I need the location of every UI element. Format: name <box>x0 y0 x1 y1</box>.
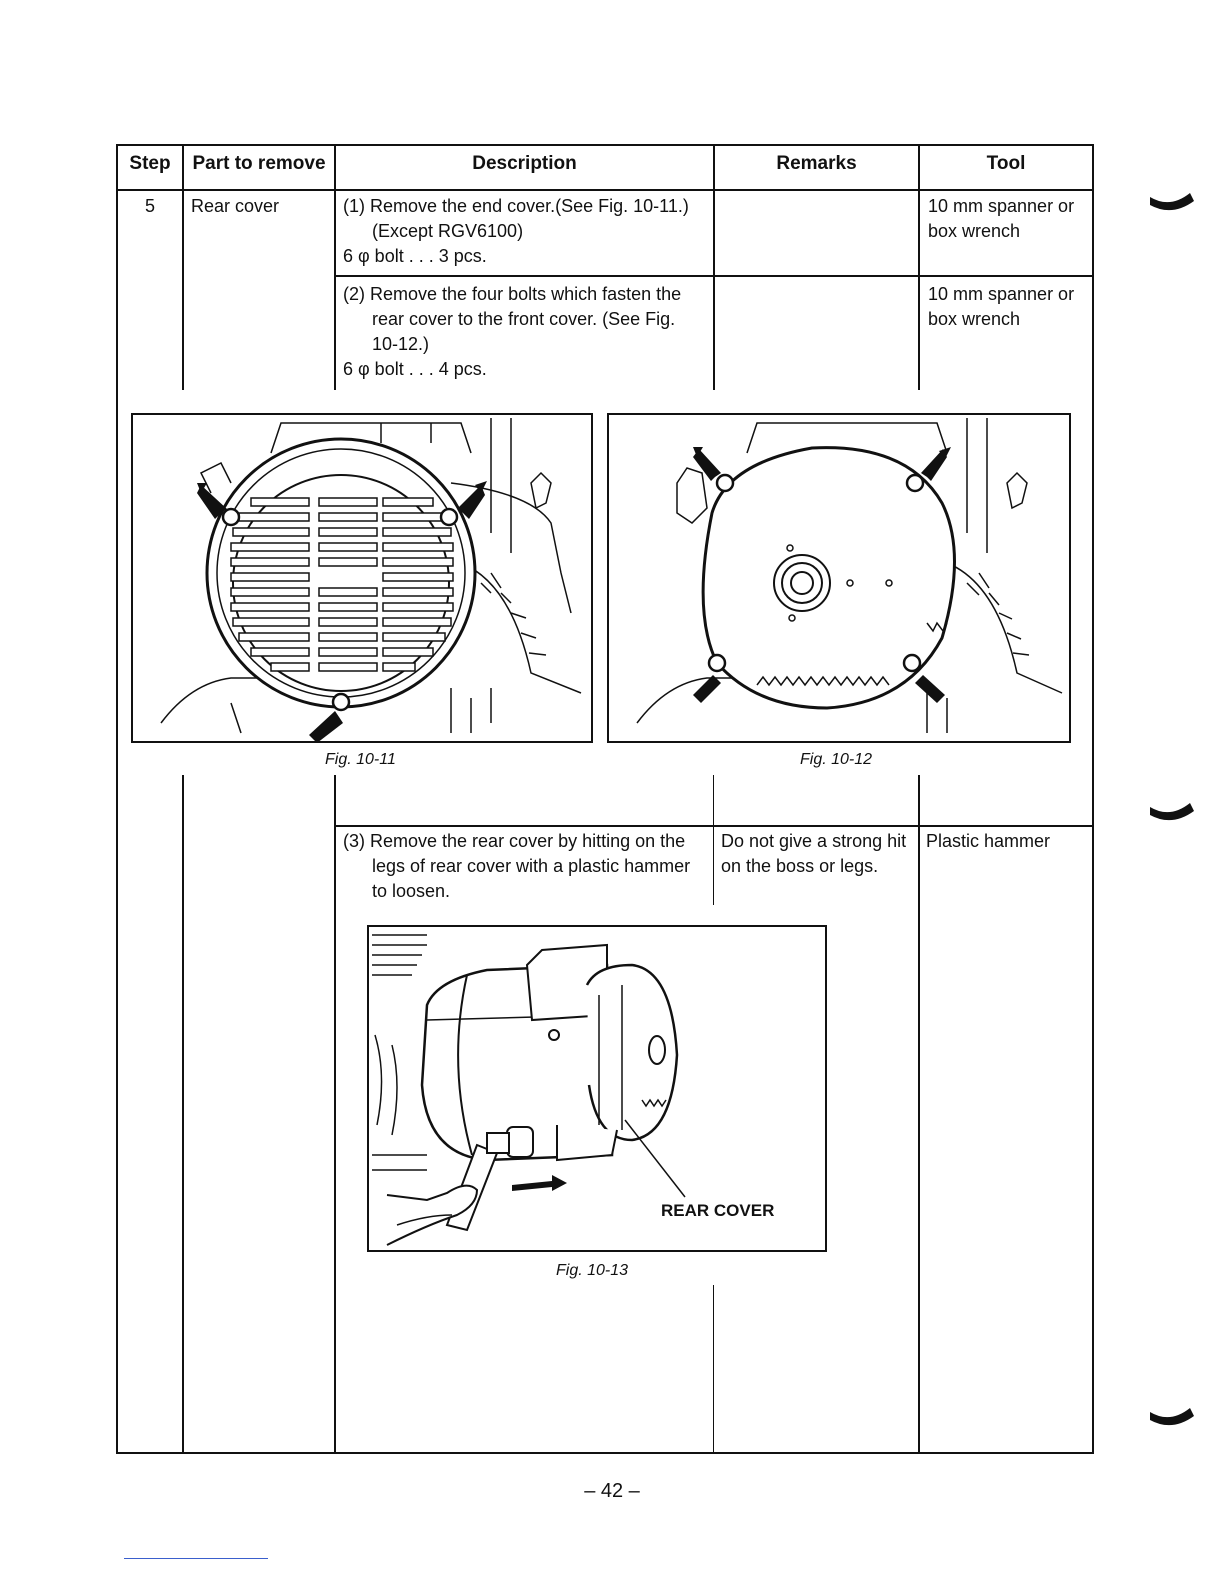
table-bottom-border <box>116 1452 1094 1454</box>
fig-10-13-illustration <box>367 925 827 1252</box>
row3-desc-line2: legs of rear cover with a plastic hammer <box>372 856 691 876</box>
bolt-markers <box>707 473 925 673</box>
row-divider-1 <box>334 275 1094 277</box>
pointer-arrows <box>693 447 951 703</box>
pointer-arrows <box>197 481 487 743</box>
col-divider-part <box>334 144 336 390</box>
row2-desc-line2: rear cover to the front cover. (See Fig. <box>372 309 676 329</box>
header-description: Description <box>472 153 577 174</box>
header-tool: Tool <box>986 153 1026 174</box>
col-divider-part-lower <box>334 775 336 1454</box>
header-part: Part to remove <box>192 153 326 174</box>
fig-10-12-caption: Fig. 10-12 <box>800 751 873 768</box>
row1-desc-line1: (1) Remove the end cover.(See Fig. 10-11… <box>343 196 689 216</box>
footnote-rule <box>124 1558 268 1559</box>
part-name: Rear cover <box>191 196 280 216</box>
step-number: 5 <box>144 196 155 216</box>
row3-remarks-line1: Do not give a strong hit <box>721 831 907 851</box>
table-left-border <box>116 144 118 1454</box>
row1-tool-line2: box wrench <box>928 221 1021 241</box>
col-divider-remarks-lower <box>918 775 920 1454</box>
fig-10-13-label-rear-cover: REAR COVER <box>661 1201 775 1220</box>
table-right-border <box>1092 144 1094 1454</box>
bolt-markers <box>221 507 459 712</box>
fig-10-11-caption: Fig. 10-11 <box>325 751 396 768</box>
header-step: Step <box>129 153 171 174</box>
col-divider-desc-lower <box>713 775 714 905</box>
col-divider-step-lower <box>182 775 184 1454</box>
row2-desc-line1: (2) Remove the four bolts which fasten t… <box>343 284 682 304</box>
row-divider-3 <box>334 825 1094 827</box>
row2-desc-line4: 6 φ bolt . . . 4 pcs. <box>343 359 487 379</box>
row2-tool-line1: 10 mm spanner or <box>928 284 1075 304</box>
fig-10-11-illustration <box>131 413 593 743</box>
row3-tool-line1: Plastic hammer <box>926 831 1051 851</box>
row1-desc-line2: (Except RGV6100) <box>372 221 524 241</box>
row1-tool-line1: 10 mm spanner or <box>928 196 1075 216</box>
header-remarks: Remarks <box>776 153 857 174</box>
page-number: – 42 – <box>584 1480 640 1502</box>
row2-desc-line3: 10-12.) <box>372 334 430 354</box>
col-divider-desc-bottom <box>713 1285 714 1454</box>
header-bottom-border <box>116 189 1094 191</box>
col-divider-remarks <box>918 144 920 390</box>
row3-desc-line1: (3) Remove the rear cover by hitting on … <box>343 831 686 851</box>
row2-tool-line2: box wrench <box>928 309 1021 329</box>
grille-slats <box>230 497 454 672</box>
binder-tab-mark-1 <box>1150 193 1194 211</box>
binder-tab-mark-2 <box>1150 803 1194 821</box>
col-divider-step <box>182 144 184 390</box>
binder-tab-mark-3 <box>1150 1408 1194 1426</box>
row3-remarks-line2: on the boss or legs. <box>721 856 879 876</box>
row3-desc-line3: to loosen. <box>372 881 451 901</box>
col-divider-desc <box>713 144 715 390</box>
fig-10-12-illustration <box>607 413 1071 743</box>
fig-10-13-caption: Fig. 10-13 <box>556 1262 629 1279</box>
row1-desc-line3: 6 φ bolt . . . 3 pcs. <box>343 246 487 266</box>
table-top-border <box>116 144 1094 146</box>
